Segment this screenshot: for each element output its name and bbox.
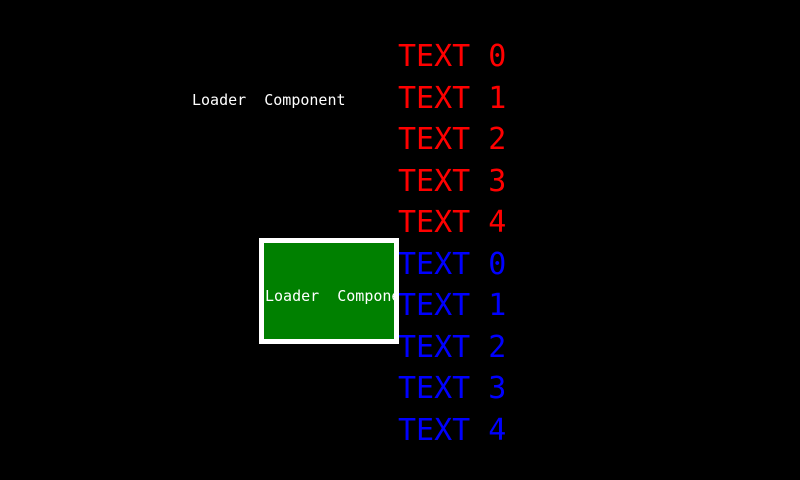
repeater-text-row: TEXT 0 [398, 39, 507, 74]
loader-component-label-top: Loader Component [192, 91, 346, 109]
repeater-text-column: TEXT 0 TEXT 1 TEXT 2 TEXT 3 TEXT 4 TEXT 0 TEXT… [398, 36, 598, 451]
repeater-text-row: TEXT 3 [398, 371, 507, 406]
repeater-text-row: TEXT 3 [398, 163, 507, 199]
repeater-text-row: TEXT 2 [398, 329, 507, 365]
repeater-text-row: TEXT 4 [398, 205, 507, 240]
loader-component-box[interactable]: Loader Component [259, 238, 399, 344]
repeater-text-row: TEXT 1 [398, 80, 507, 116]
repeater-text-row: TEXT 2 [398, 122, 507, 157]
repeater-text-row: TEXT 0 [398, 246, 507, 282]
repeater-text-row: TEXT 1 [398, 288, 507, 323]
loader-component-box-label: Loader Component [265, 287, 394, 305]
repeater-text-row: TEXT 4 [398, 412, 507, 448]
